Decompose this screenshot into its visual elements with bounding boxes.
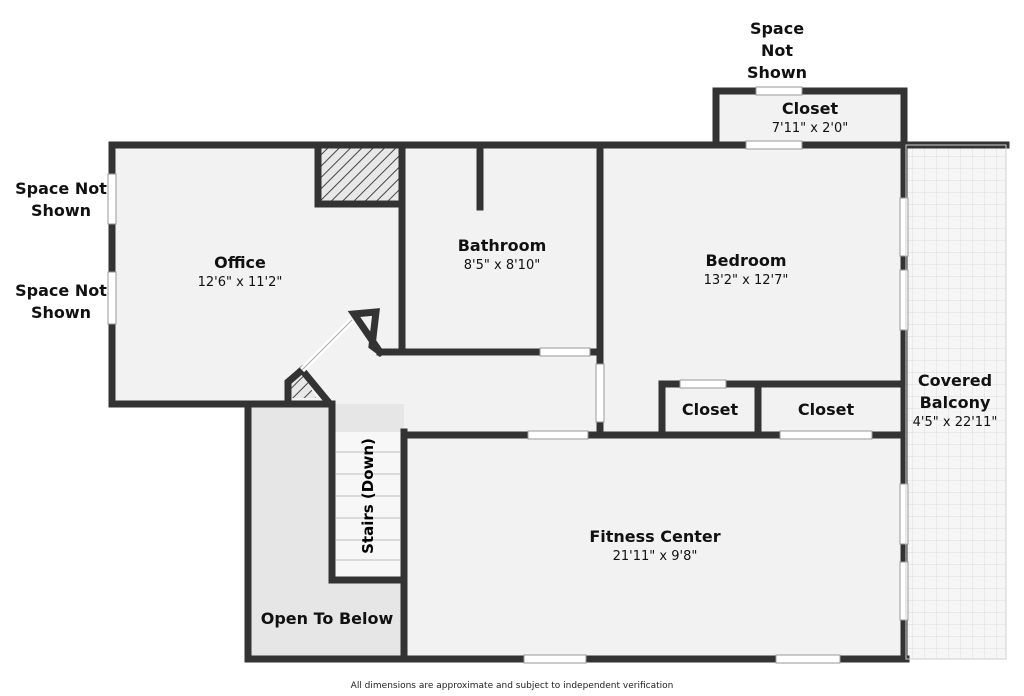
balcony-name-line1: Covered — [917, 371, 993, 390]
stairs-label: Stairs (Down) — [359, 438, 377, 554]
balcony-dims: 4'5" x 22'11" — [912, 415, 998, 430]
balcony-name-line2: Balcony — [919, 393, 991, 412]
closet-top-dims: 7'11" x 2'0" — [771, 121, 849, 136]
open-below-name: Open To Below — [260, 609, 394, 628]
space-left-upper-line1: Space Not — [15, 179, 107, 198]
fitness-floor — [404, 435, 904, 659]
space-top-line2: Not — [760, 41, 794, 60]
fitness-name: Fitness Center — [589, 527, 721, 546]
bedroom-name: Bedroom — [705, 251, 787, 270]
office-name: Office — [214, 253, 266, 272]
closet-top-label: Closet 7'11" x 2'0" — [740, 98, 880, 138]
space-top-line1: Space — [749, 19, 805, 38]
bedroom-floor — [600, 142, 904, 437]
space-not-shown-left-lower: Space Not Shown — [4, 280, 118, 324]
space-top-line3: Shown — [746, 63, 808, 82]
balcony-label: Covered Balcony 4'5" x 22'11" — [906, 370, 1004, 432]
office-dims: 12'6" x 11'2" — [197, 275, 283, 290]
balcony-outline — [905, 144, 1007, 660]
closet-right-label: Closet — [766, 399, 886, 421]
bathroom-name: Bathroom — [457, 236, 547, 255]
space-left-lower-line1: Space Not — [15, 281, 107, 300]
space-not-shown-top: Space Not Shown — [720, 18, 834, 84]
closet-left-name: Closet — [681, 400, 739, 419]
bedroom-dims: 13'2" x 12'7" — [703, 273, 789, 288]
bathroom-floor — [402, 142, 600, 352]
windows — [107, 86, 909, 664]
stair-treads — [336, 451, 400, 561]
hatched-chase — [318, 146, 402, 204]
closet-top-floor — [716, 89, 904, 145]
disclaimer-footer: All dimensions are approximate and subje… — [350, 681, 674, 691]
bathroom-label: Bathroom 8'5" x 8'10" — [432, 235, 572, 275]
space-left-upper-line2: Shown — [30, 201, 92, 220]
balcony-floor — [904, 145, 1006, 659]
fitness-label: Fitness Center 21'11" x 9'8" — [570, 526, 740, 566]
closet-left-label: Closet — [666, 399, 754, 421]
fitness-dims: 21'11" x 9'8" — [612, 549, 698, 564]
closet-top-name: Closet — [781, 99, 839, 118]
bathroom-dims: 8'5" x 8'10" — [463, 258, 541, 273]
office-label: Office 12'6" x 11'2" — [170, 252, 310, 292]
stairs-floor — [334, 432, 402, 578]
closet-right-name: Closet — [797, 400, 855, 419]
open-below-label: Open To Below — [252, 608, 402, 630]
space-not-shown-left-upper: Space Not Shown — [4, 178, 118, 222]
space-left-lower-line2: Shown — [30, 303, 92, 322]
bedroom-label: Bedroom 13'2" x 12'7" — [676, 250, 816, 290]
